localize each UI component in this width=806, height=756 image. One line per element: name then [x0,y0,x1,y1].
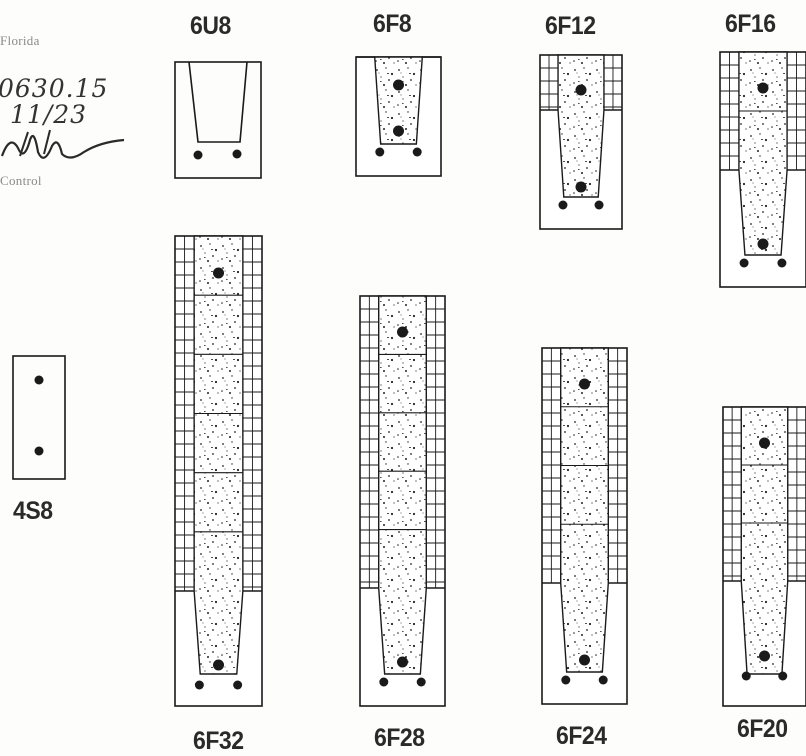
section-6f12 [539,54,623,230]
rebar-top [575,84,587,96]
stamp-date: 11/23 [10,100,88,129]
rebar-lower [759,650,770,662]
label-6f32: 6F32 [193,727,244,755]
rebar-bottom-left [739,258,749,268]
rebar-lower [393,125,404,137]
stamp-control: Control [0,173,42,188]
rebar-lower [575,181,587,193]
rebar-top [393,79,404,91]
rebar-top [759,437,770,449]
rebar-bottom-right [232,149,242,159]
section-6f8 [355,56,442,177]
rebar-top [397,326,408,338]
section-4s8 [12,355,66,480]
label-4s8: 4S8 [13,497,53,525]
rebar-bottom-right [778,671,788,681]
rebar-bottom-right [233,680,243,690]
rebar-bottom-right [598,675,608,685]
rebar-bottom-left [558,200,568,210]
label-6u8: 6U8 [190,12,231,40]
rebar-bottom-right [416,677,426,687]
section-6f32 [174,235,263,707]
section-6f16 [719,51,806,288]
rebar-bottom-right [594,200,604,210]
rebar-top [213,267,224,279]
grout-fill [373,56,424,145]
rebar-bottom-right [412,147,422,157]
grout-fill [557,54,605,198]
rebar-bottom-left [375,147,385,157]
label-6f24: 6F24 [556,722,607,750]
rebar-lower [757,238,769,250]
section-6f20 [722,406,806,707]
rebar-bottom [34,446,44,456]
label-6f28: 6F28 [374,724,425,752]
rebar-lower [579,654,590,666]
rebar-top [757,82,769,94]
label-6f8: 6F8 [373,10,412,38]
stamp-number: 0630.15 [0,74,109,103]
label-6f20: 6F20 [737,715,788,743]
section-6u8 [174,61,262,179]
rebar-bottom-left [741,671,751,681]
rebar-bottom-left [194,680,204,690]
grout-fill [193,235,244,675]
rebar-top [579,378,590,390]
stamp-signature [0,129,125,159]
label-6f12: 6F12 [545,12,596,40]
rebar-bottom-left [193,150,203,160]
rebar-lower [213,659,224,671]
grout-fill [560,347,609,673]
section-6f24 [541,347,628,705]
rebar-bottom-left [379,677,389,687]
rebar-top [34,375,44,385]
label-6f16: 6F16 [725,10,776,38]
rebar-lower [397,656,408,668]
approval-stamp: Florida 0630.15 11/23 Control [0,0,170,200]
grout-fill [378,295,427,675]
section-6f28 [359,295,446,707]
rebar-bottom-left [561,675,571,685]
f-sections [174,51,806,707]
rebar-bottom-right [777,258,787,268]
grout-fill [738,51,788,256]
stamp-state: Florida [0,33,40,48]
